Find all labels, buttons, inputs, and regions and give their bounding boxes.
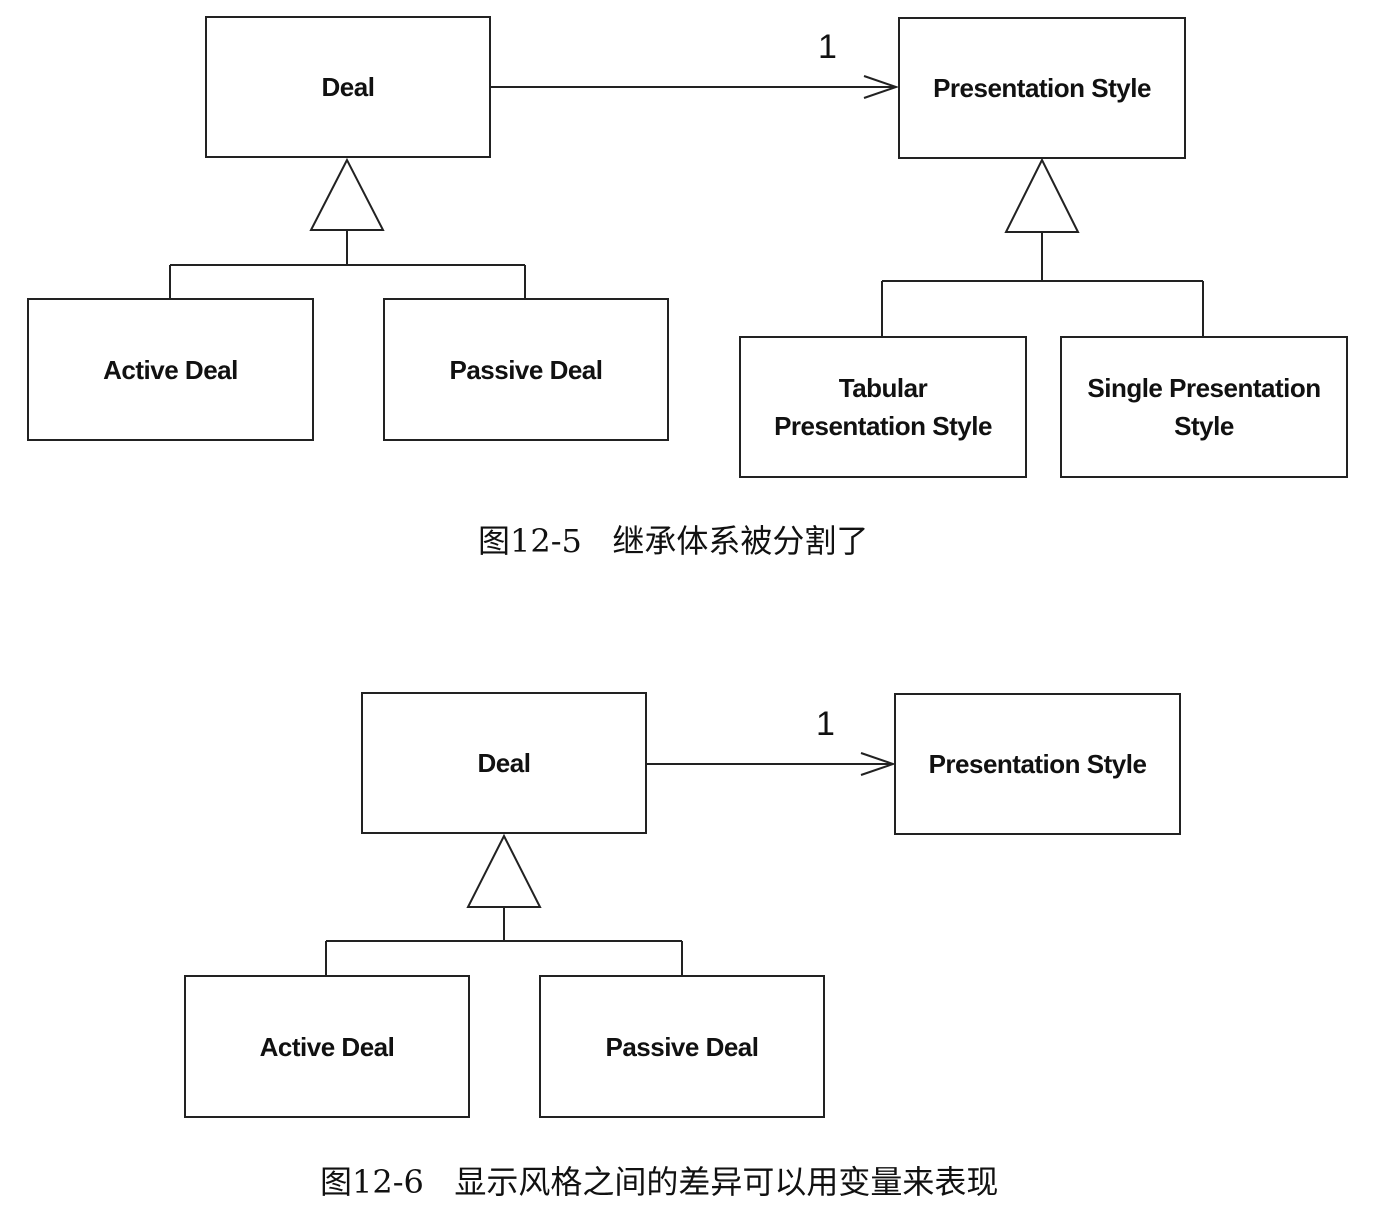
deal-class-label: Deal: [477, 748, 531, 778]
deal-class-box: Deal: [361, 692, 647, 834]
deal-class-box: Deal: [205, 16, 491, 158]
tabular-presentation-style-class-label: Tabular Presentation Style: [774, 373, 992, 441]
active-deal-class-label: Active Deal: [259, 1031, 395, 1062]
generalization-triangle-style-12-5: [1004, 157, 1080, 233]
presentation-style-class-label: Presentation Style: [933, 73, 1151, 103]
figure-caption-12-5: 图12-5 继承体系被分割了: [478, 522, 869, 560]
multiplicity-label: 1: [818, 28, 837, 66]
presentation-style-class-box: Presentation Style: [898, 17, 1186, 159]
passive-deal-class-box: Passive Deal: [383, 298, 669, 441]
generalization-triangle-deal-12-6: [466, 833, 542, 908]
single-presentation-style-class-label: Single Presentation Style: [1087, 373, 1321, 441]
active-deal-class-box: Active Deal: [27, 298, 314, 441]
presentation-style-class-box: Presentation Style: [894, 693, 1181, 835]
generalization-triangle-deal-12-5: [309, 157, 385, 231]
figure-caption-12-6: 图12-6 显示风格之间的差异可以用变量来表现: [320, 1163, 999, 1201]
passive-deal-class-box: Passive Deal: [539, 975, 825, 1118]
single-presentation-style-class-box: Single Presentation Style: [1060, 336, 1348, 478]
deal-class-label: Deal: [321, 72, 375, 102]
tabular-presentation-style-class-box: Tabular Presentation Style: [739, 336, 1027, 478]
active-deal-class-box: Active Deal: [184, 975, 470, 1118]
multiplicity-label: 1: [816, 705, 835, 743]
active-deal-class-label: Active Deal: [103, 354, 238, 385]
association-arrowhead-12-5: [863, 75, 900, 99]
passive-deal-class-label: Passive Deal: [605, 1031, 759, 1062]
presentation-style-class-label: Presentation Style: [928, 749, 1147, 779]
association-arrowhead-12-6: [860, 752, 897, 776]
passive-deal-class-label: Passive Deal: [449, 354, 603, 385]
